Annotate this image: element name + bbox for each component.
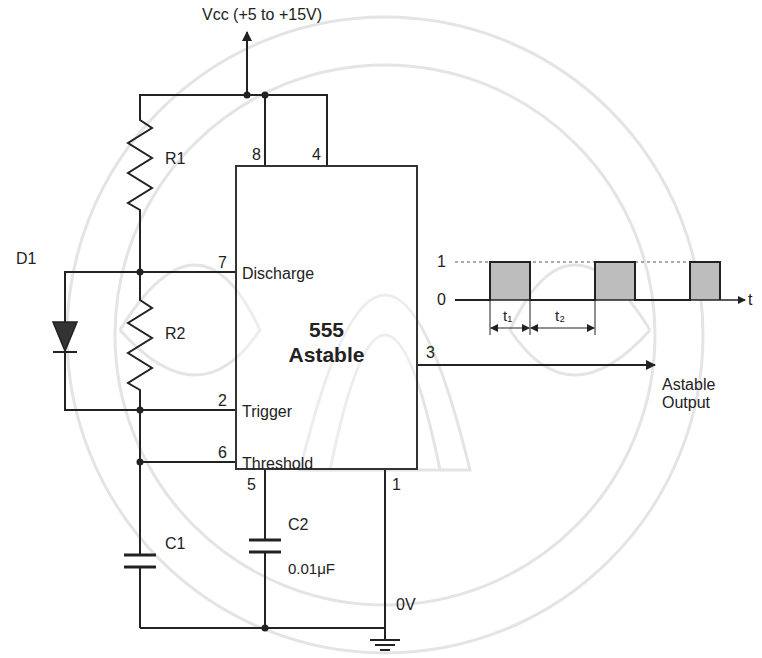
pin-number: 4	[312, 146, 321, 164]
pin-number: 1	[392, 476, 401, 494]
pin-number: 2	[218, 392, 227, 410]
part-name: C1	[165, 535, 185, 553]
part-name: D1	[16, 250, 36, 268]
ground-label: 0V	[396, 596, 416, 614]
logic-level: 0	[437, 291, 446, 309]
pin-name: Trigger	[242, 402, 292, 421]
pin-number: 8	[252, 146, 261, 164]
time-label: t₁	[503, 307, 512, 325]
pin-number: 3	[426, 344, 435, 362]
supply-label: Vcc (+5 to +15V)	[202, 6, 322, 24]
time-label: t₂	[555, 307, 565, 325]
output-label: Astable Output	[662, 376, 742, 412]
wiring	[53, 32, 655, 650]
pin-number: 7	[218, 254, 227, 272]
part-name: R2	[165, 325, 185, 343]
part-name: R1	[165, 150, 185, 168]
ic-box: Discharge 555 AstableTriggerThreshold	[235, 165, 418, 470]
diode-symbol	[53, 322, 77, 351]
pin-number: 6	[218, 444, 227, 462]
component-value: 0.01μF	[288, 560, 335, 578]
pin-name: Discharge	[242, 264, 314, 283]
part-name: C2	[288, 516, 308, 534]
chip-name: 555 Astable	[282, 317, 372, 367]
output-waveform	[455, 262, 745, 335]
pin-name: Threshold	[242, 454, 313, 473]
axis-label: t	[748, 291, 752, 309]
watermark-seal	[67, 17, 703, 653]
pin-number: 5	[247, 476, 256, 494]
logic-level: 1	[437, 253, 446, 271]
